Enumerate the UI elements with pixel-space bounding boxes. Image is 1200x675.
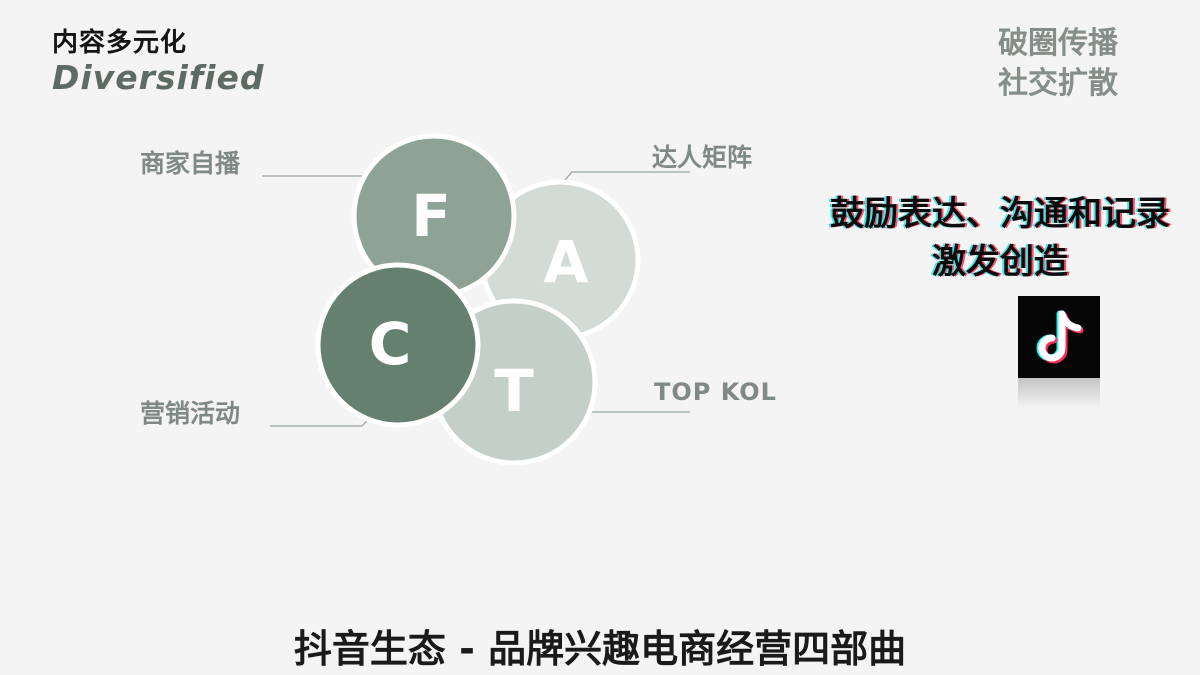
slogan-line-2: 激发创造	[932, 242, 1068, 282]
logo-reflection	[1018, 378, 1100, 408]
letter-c: C	[369, 310, 412, 378]
tiktok-note-icon	[1036, 310, 1084, 364]
circle-c	[315, 262, 481, 428]
label-marketing-events: 营销活动	[140, 399, 241, 428]
corner-text: 破圈传播 社交扩散	[998, 24, 1118, 104]
label-top-kol: TOP KOL	[654, 378, 777, 406]
letter-t: T	[494, 357, 534, 425]
page-title-cn: 内容多元化	[52, 28, 188, 58]
slogan: 鼓励表达、沟通和记录 激发创造	[798, 190, 1200, 286]
letter-a: A	[544, 228, 589, 296]
page-title-en: Diversified	[52, 58, 265, 97]
label-influencer-matrix: 达人矩阵	[652, 143, 753, 172]
corner-line-2: 社交扩散	[998, 66, 1118, 101]
footer-title: 抖音生态 - 品牌兴趣电商经营四部曲	[293, 627, 907, 671]
letter-f: F	[411, 182, 451, 250]
corner-line-1: 破圈传播	[998, 26, 1118, 61]
slogan-line-1: 鼓励表达、沟通和记录	[830, 194, 1170, 234]
label-merchant-live: 商家自播	[140, 149, 241, 178]
